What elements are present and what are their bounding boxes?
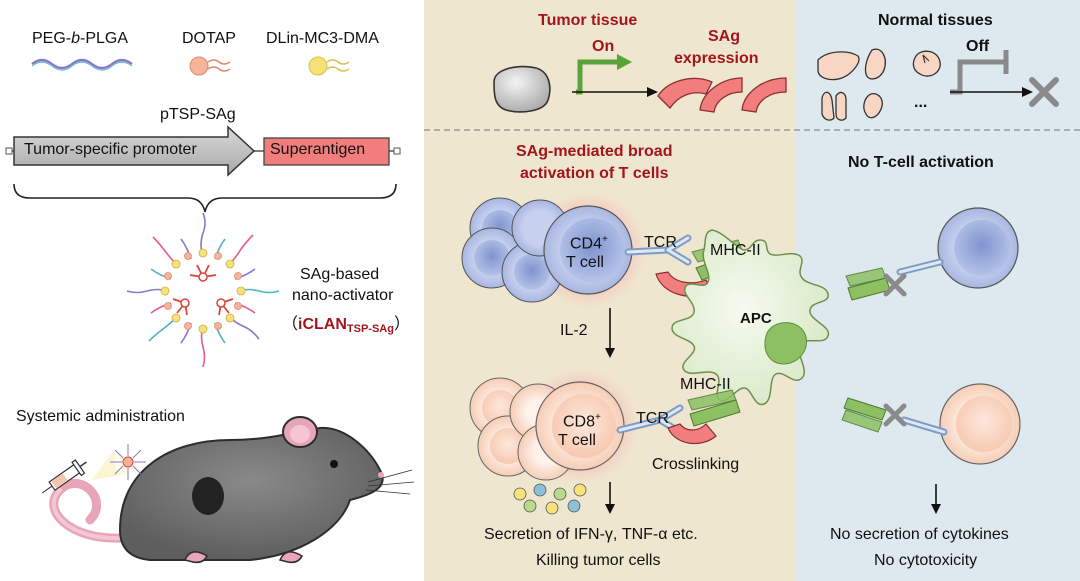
mhc-ii-bottom (687, 389, 741, 427)
sag-bridge-bottom (667, 423, 717, 445)
no-activation-label: No T-cell activation (848, 154, 994, 171)
activation-line2: activation of T cells (520, 165, 669, 182)
apc-label: APC (740, 310, 772, 327)
normal-organ-icons (817, 48, 941, 121)
promoter-label: Tumor-specific promoter (24, 141, 197, 158)
no-secretion-label: No secretion of cytokines (830, 526, 1009, 543)
peg-plga-icon (31, 58, 133, 70)
secretion-label: Secretion of IFN-γ, TNF-α etc. (484, 526, 698, 543)
cd4-t-cell-label: T cell (566, 254, 604, 271)
killing-label: Killing tumor cells (536, 552, 661, 569)
blocked-x-icon-bottom (883, 403, 907, 427)
il2-label: IL-2 (560, 322, 588, 339)
cd8-label: CD8+ (563, 412, 601, 431)
nanoparticle-icon (126, 212, 280, 368)
dotap-icon (189, 56, 231, 76)
normal-cd4-t-cell (937, 207, 1019, 289)
blocked-x-icon-top (883, 273, 907, 297)
on-label: On (592, 38, 615, 55)
no-toxicity-label: No cytotoxicity (874, 552, 978, 569)
nano-label-2: nano-activator (292, 287, 394, 304)
blocked-x-icon (1029, 77, 1059, 107)
tcr-receptor-top (624, 234, 692, 266)
tcr-normal-bottom (900, 416, 948, 436)
cd4-label: CD4+ (570, 234, 608, 253)
mhc-apc-normal-bottom (841, 397, 887, 433)
mhc-top-label: MHC-II (710, 242, 761, 259)
tcr-top-label: TCR (644, 234, 677, 251)
tcr-bottom-label: TCR (636, 410, 669, 427)
nano-name-label: （iCLANTSP-SAg） (282, 316, 410, 335)
injected-nanoparticle-icon (110, 444, 146, 480)
cd4-t-cell-cluster (461, 192, 646, 308)
cytokine-dots (513, 483, 587, 515)
nano-label-1: SAg-based (300, 266, 380, 283)
apc-nucleus (764, 322, 807, 365)
sag-protein-icons (657, 77, 787, 113)
dotap-label: DOTAP (182, 30, 236, 47)
activation-line1: SAg-mediated broad (516, 143, 673, 160)
tcr-normal-top (896, 258, 944, 276)
off-label: Off (966, 38, 990, 55)
dlin-mc3-dma-icon (308, 56, 350, 76)
peg-plga-label: PEG-b-PLGA (32, 30, 129, 47)
cd8-t-cell-cluster (469, 368, 638, 484)
cd8-t-cell-label: T cell (558, 432, 596, 449)
normal-tissues-header: Normal tissues (878, 12, 993, 29)
sag-expression-line2: expression (674, 50, 759, 67)
dlin-mc3-dma-label: DLin-MC3-DMA (266, 30, 379, 47)
administration-label: Systemic administration (16, 408, 185, 425)
plasmid-label: pTSP-SAg (160, 106, 236, 123)
ellipsis-label: ... (914, 94, 928, 111)
tumor-tissue-header: Tumor tissue (538, 12, 638, 29)
tumor-cell-icon (493, 65, 551, 113)
mouse-icon (49, 416, 415, 564)
crosslinking-label: Crosslinking (652, 456, 740, 473)
sag-expression-line1: SAg (708, 28, 740, 45)
superantigen-label: Superantigen (270, 141, 366, 158)
normal-cd8-t-cell (939, 383, 1021, 465)
syringe-icon (41, 459, 87, 494)
promoter-arrow (13, 125, 256, 177)
superantigen-box (263, 137, 390, 166)
mhc-bottom-label: MHC-II (680, 376, 731, 393)
brace (13, 183, 397, 213)
